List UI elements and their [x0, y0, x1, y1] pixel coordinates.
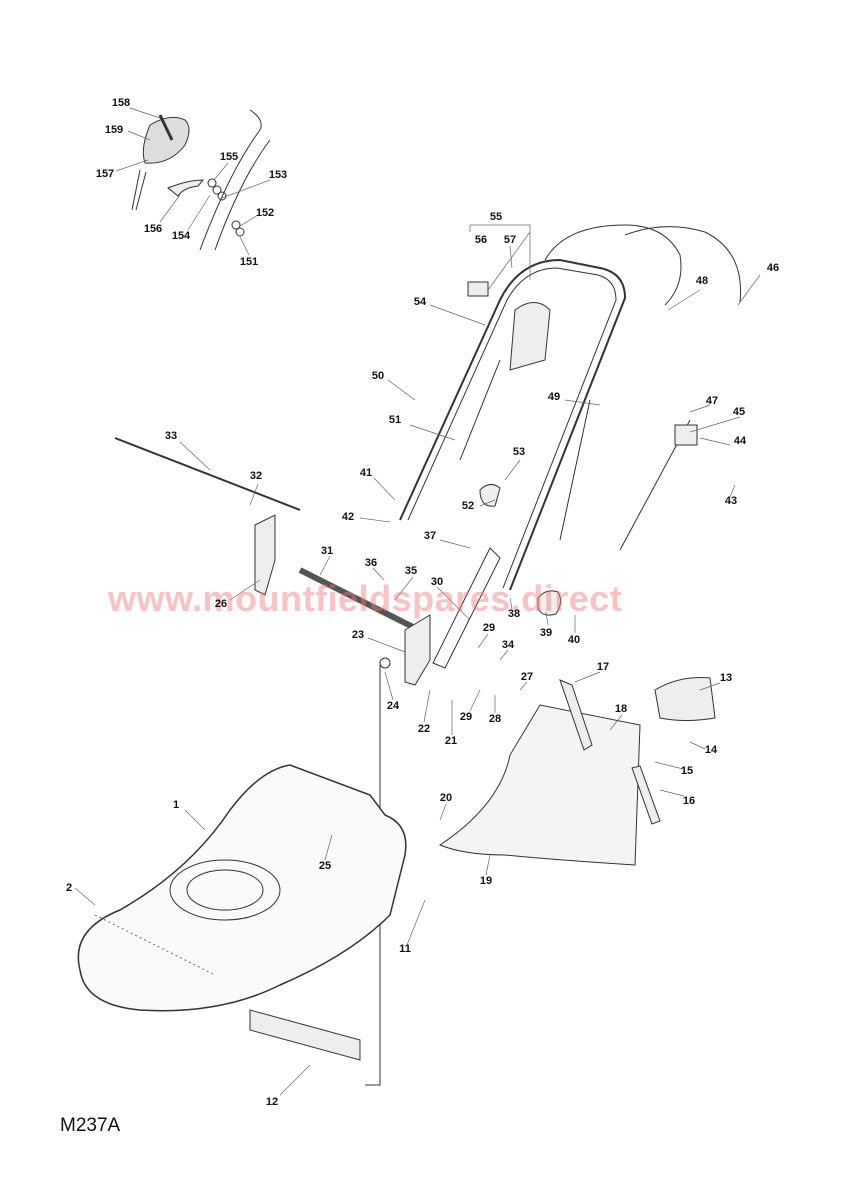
- callout-25: 25: [318, 860, 332, 872]
- callout-45: 45: [732, 406, 746, 418]
- callout-35: 35: [404, 565, 418, 577]
- callout-34: 34: [501, 639, 515, 651]
- callout-27: 27: [520, 671, 534, 683]
- callout-156: 156: [143, 223, 163, 235]
- callout-29: 29: [482, 622, 496, 634]
- callout-42: 42: [341, 511, 355, 523]
- callout-15: 15: [680, 765, 694, 777]
- callout-152: 152: [255, 207, 275, 219]
- callout-43: 43: [724, 495, 738, 507]
- callout-39: 39: [539, 627, 553, 639]
- callout-46: 46: [766, 262, 780, 274]
- callout-18: 18: [614, 703, 628, 715]
- callout-14: 14: [704, 744, 718, 756]
- callout-13: 13: [719, 672, 733, 684]
- callout-23: 23: [351, 629, 365, 641]
- callout-53: 53: [512, 446, 526, 458]
- callout-157: 157: [95, 168, 115, 180]
- callout-154: 154: [171, 230, 191, 242]
- diagram-code: M237A: [60, 1115, 121, 1136]
- callout-151: 151: [239, 256, 259, 268]
- axle-and-brackets: [114, 437, 431, 1086]
- callout-21: 21: [444, 735, 458, 747]
- callout-37: 37: [423, 530, 437, 542]
- callout-1: 1: [172, 799, 180, 811]
- callout-56: 56: [474, 234, 488, 246]
- callout-30: 30: [430, 576, 444, 588]
- callout-50: 50: [371, 370, 385, 382]
- throttle-control-inset: [131, 109, 271, 251]
- callout-16: 16: [682, 795, 696, 807]
- callout-52: 52: [461, 500, 475, 512]
- callout-26: 26: [214, 598, 228, 610]
- leader-lines: [74, 107, 761, 1096]
- callout-44: 44: [733, 435, 747, 447]
- callout-32: 32: [249, 470, 263, 482]
- callout-49: 49: [547, 391, 561, 403]
- callout-51: 51: [388, 414, 402, 426]
- callout-48: 48: [695, 275, 709, 287]
- callout-29b: 29: [459, 711, 473, 723]
- callout-55: 55: [489, 211, 503, 223]
- callout-159: 159: [104, 124, 124, 136]
- callout-11: 11: [399, 943, 411, 955]
- callout-24: 24: [386, 700, 400, 712]
- callout-12: 12: [265, 1096, 279, 1108]
- callout-155: 155: [219, 151, 239, 163]
- callout-28: 28: [488, 713, 502, 725]
- callout-158: 158: [111, 97, 131, 109]
- callout-40: 40: [567, 634, 581, 646]
- callout-20: 20: [439, 792, 453, 804]
- callout-31: 31: [320, 545, 334, 557]
- mower-deck: [77, 677, 716, 1061]
- callout-36: 36: [364, 557, 378, 569]
- callout-22: 22: [417, 723, 431, 735]
- handle-assembly: [399, 224, 742, 669]
- callout-57: 57: [503, 234, 517, 246]
- callout-33: 33: [164, 430, 178, 442]
- watermark: www.mountfieldspares.direct: [108, 578, 623, 619]
- callout-41: 41: [359, 467, 373, 479]
- callout-54: 54: [413, 296, 427, 308]
- callout-153: 153: [268, 169, 288, 181]
- callout-17: 17: [596, 661, 610, 673]
- callout-38: 38: [507, 608, 521, 620]
- callout-2: 2: [65, 882, 73, 894]
- callout-47: 47: [705, 395, 719, 407]
- callout-19: 19: [479, 875, 493, 887]
